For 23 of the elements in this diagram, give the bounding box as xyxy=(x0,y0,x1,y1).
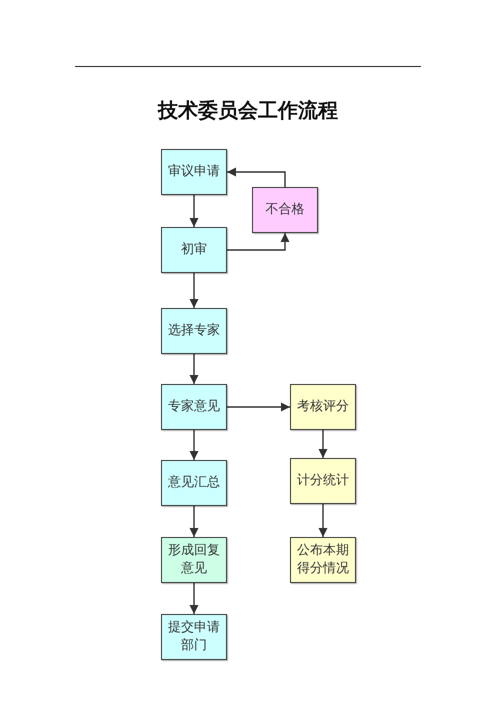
arrow xyxy=(190,195,198,227)
arrow xyxy=(190,506,198,537)
arrow xyxy=(190,354,198,384)
title: 技术委员会工作流程 xyxy=(158,99,338,123)
arrow xyxy=(190,430,198,460)
arrow xyxy=(190,273,198,308)
arrow xyxy=(227,402,290,412)
process-box: 选择专家 xyxy=(161,308,227,354)
process-box: 公布本期得分情况 xyxy=(290,537,356,583)
process-box: 不合格 xyxy=(252,187,318,233)
arrow xyxy=(190,583,198,614)
process-box: 计分统计 xyxy=(290,458,356,504)
process-box: 审议申请 xyxy=(161,149,227,195)
arrow xyxy=(227,233,290,251)
process-box: 形成回复意见 xyxy=(161,537,227,583)
arrow xyxy=(227,168,286,187)
process-box: 专家意见 xyxy=(161,384,227,430)
process-box: 考核评分 xyxy=(290,384,356,430)
arrow xyxy=(318,504,328,537)
process-box: 提交申请部门 xyxy=(161,614,227,660)
process-box: 初审 xyxy=(161,227,227,273)
arrow xyxy=(318,430,328,458)
process-box: 意见汇总 xyxy=(161,460,227,506)
